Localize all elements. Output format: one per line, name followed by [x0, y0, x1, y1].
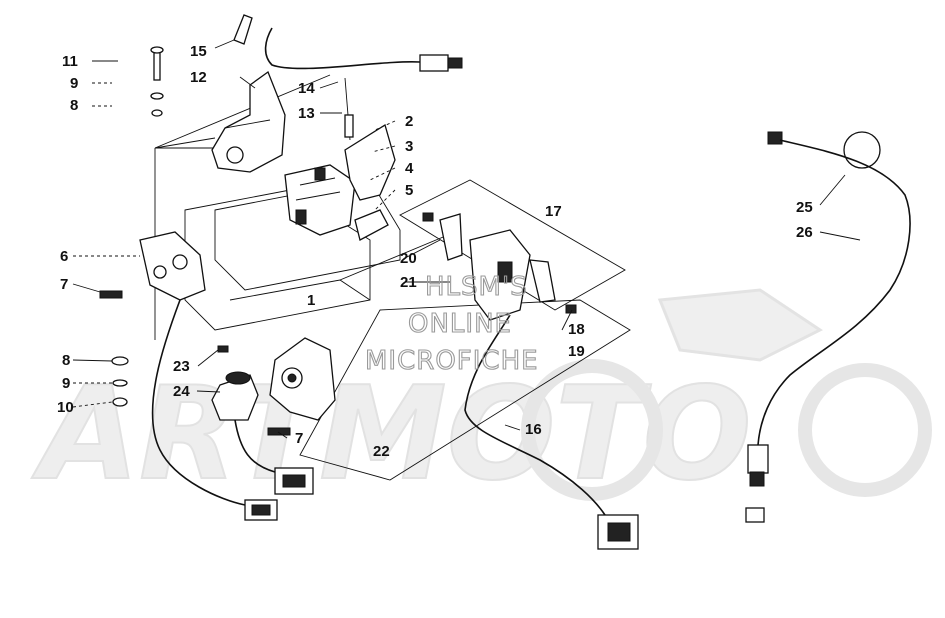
callout-23: 23 [173, 358, 190, 375]
part-17-switch-assembly [422, 212, 577, 321]
part-3-plate [344, 123, 396, 241]
callout-25: 25 [796, 199, 813, 216]
part-15-cap [233, 14, 253, 45]
watermark-line-3: MICROFICHE [365, 346, 539, 376]
callout-7-lower: 7 [295, 430, 303, 447]
part-14-harness [233, 14, 463, 141]
callout-9: 9 [70, 75, 78, 92]
part-6-bracket [139, 231, 206, 301]
part-24-switch [211, 374, 259, 421]
callout-12: 12 [190, 69, 207, 86]
callout-26: 26 [796, 224, 813, 241]
callout-4: 4 [405, 160, 414, 177]
callout-13: 13 [298, 105, 315, 122]
callout-24: 24 [173, 383, 190, 400]
leader-lines [72, 39, 861, 439]
watermark-motorcycle-icon [657, 288, 823, 362]
watermark-wheel-icon [521, 359, 663, 501]
callout-5: 5 [405, 182, 413, 199]
part-26-cable [745, 131, 911, 523]
part-25-ring [843, 131, 881, 169]
callout-21: 21 [400, 274, 417, 291]
callout-19: 19 [568, 343, 585, 360]
watermark-text: HLSM'S ONLINE MICROFICHE [364, 271, 539, 376]
part-12-lever [211, 70, 286, 173]
watermark-line-1: HLSM'S [425, 272, 528, 302]
cable-24 [234, 419, 314, 495]
part-20-lever [439, 213, 463, 261]
part-7-screw [267, 427, 291, 436]
callout-22: 22 [373, 443, 390, 460]
watermark-logo: ARTMOTO [30, 288, 932, 510]
part-9-washer [150, 92, 164, 100]
cable-left [151, 299, 278, 521]
callout-8: 8 [70, 97, 78, 114]
callout-20: 20 [400, 250, 417, 267]
part-8-washer [151, 109, 163, 117]
watermark-line-2: ONLINE [408, 309, 512, 339]
part-7-bolt [99, 290, 123, 299]
callout-2: 2 [405, 113, 413, 130]
callout-8-lower: 8 [62, 352, 70, 369]
callout-10: 10 [57, 399, 74, 416]
part-2-switch-housing [284, 164, 356, 236]
callout-3: 3 [405, 138, 413, 155]
callout-17: 17 [545, 203, 562, 220]
callout-6: 6 [60, 248, 68, 265]
part-16-cable [464, 314, 639, 550]
callout-18: 18 [568, 321, 585, 338]
callout-15: 15 [190, 43, 207, 60]
part-23-screw [217, 345, 229, 353]
connector-icon [419, 54, 449, 72]
callout-16: 16 [525, 421, 542, 438]
callout-1: 1 [307, 292, 315, 309]
callout-labels: 1 2 3 4 5 6 7 8 9 10 11 12 13 14 15 16 1… [57, 43, 813, 460]
callout-9-lower: 9 [62, 375, 70, 392]
callout-7: 7 [60, 276, 68, 293]
lower-washers [111, 356, 129, 407]
part-11-bolt [150, 46, 164, 117]
part-20-screw [422, 212, 434, 222]
watermark-wheel-icon [798, 363, 932, 497]
callout-14: 14 [298, 80, 315, 97]
part-22-housing [211, 337, 336, 436]
part-13-terminal [344, 114, 354, 138]
callout-11: 11 [62, 53, 78, 70]
